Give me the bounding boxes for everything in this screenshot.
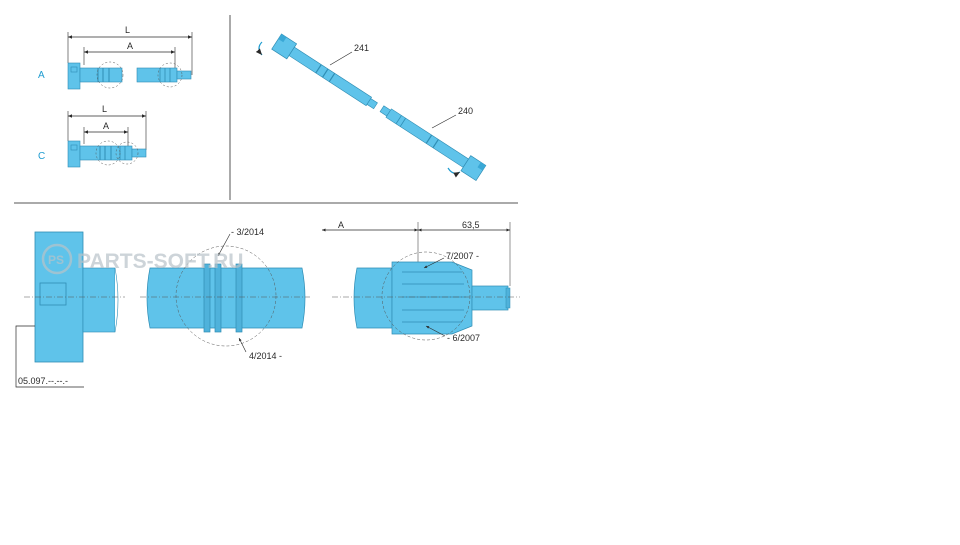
variant-a-dim-inner: A (127, 41, 133, 51)
variant-a-label: A (38, 70, 45, 81)
rotation-arrow-icon (255, 41, 263, 56)
spline-bottom-label: - 6/2007 (447, 333, 480, 343)
callout-241: 241 (354, 43, 369, 53)
watermark-logo-text: PS (48, 253, 64, 267)
variant-c-dim-inner: A (103, 121, 109, 131)
rotation-arrow-icon (447, 167, 461, 178)
shaft-240: 240 (379, 105, 487, 182)
variant-a-dim-overall: L (125, 25, 130, 35)
variant-a-shaft: A L A (38, 25, 193, 90)
detail-spline: A 63,5 7/2007 - - 6/2007 (322, 220, 520, 343)
detail-grooves: - 3/2014 4/2014 - (140, 227, 310, 361)
watermark: PS PARTS-SOFT.RU (41, 243, 243, 275)
variant-c-dim-overall: L (102, 104, 107, 114)
spline-dim-a: A (338, 220, 344, 230)
shaft-241: 241 (255, 33, 378, 110)
watermark-logo-icon (41, 243, 73, 275)
groove-bottom-label: 4/2014 - (249, 351, 282, 361)
spline-top-label: 7/2007 - (446, 251, 479, 261)
groove-top-label: - 3/2014 (231, 227, 264, 237)
variant-c-label: C (38, 151, 45, 162)
callout-240: 240 (458, 106, 473, 116)
variant-c-shaft: C L A (38, 104, 147, 168)
spline-dim-length: 63,5 (462, 220, 480, 230)
watermark-text: PARTS-SOFT.RU (77, 250, 243, 273)
clamp-reference: 05.097.--.--.- (18, 376, 68, 386)
